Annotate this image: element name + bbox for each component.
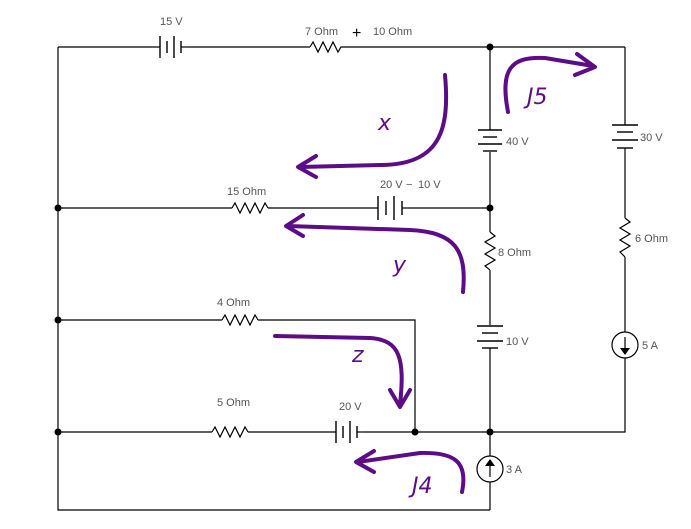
wires	[57, 46, 626, 511]
label-20v-row4: 20 V	[339, 401, 362, 413]
battery-30v	[612, 124, 638, 149]
battery-15v	[159, 36, 188, 58]
current-source-3a	[476, 455, 504, 483]
resistor-5ohm	[211, 425, 249, 439]
loop-x-arrow	[296, 73, 449, 179]
resistor-15ohm	[231, 201, 269, 215]
battery-40v	[478, 129, 502, 152]
label-3a: 3 A	[506, 464, 523, 476]
loop-y-arrow	[284, 213, 466, 294]
battery-10v	[477, 325, 503, 349]
loop-z-arrow	[273, 334, 412, 409]
resistor-4ohm	[221, 313, 259, 327]
loop-label-j5: J5	[523, 85, 548, 110]
loop-j5-arrow	[503, 52, 597, 114]
label-8ohm: 8 Ohm	[498, 247, 531, 259]
left-wire	[57, 47, 490, 511]
current-source-5a	[611, 331, 639, 359]
label-plus: +	[352, 25, 361, 42]
loop-label-j4: J4	[408, 474, 433, 499]
label-40v: 40 V	[506, 136, 529, 148]
label-4ohm: 4 Ohm	[217, 297, 250, 309]
label-15ohm: 15 Ohm	[227, 186, 266, 198]
resistor-7ohm	[309, 40, 344, 54]
label-10v-row2: 10 V	[418, 179, 441, 191]
junction-nodes	[54, 43, 494, 436]
label-10ohm: 10 Ohm	[373, 26, 412, 38]
label-20v-row2: 20 V	[380, 179, 403, 191]
resistor-6ohm	[618, 217, 632, 258]
resistor-8ohm	[483, 231, 497, 271]
label-7ohm: 7 Ohm	[305, 26, 338, 38]
loop-label-x: x	[377, 111, 392, 136]
label-30v: 30 V	[640, 132, 663, 144]
label-10v: 10 V	[506, 336, 529, 348]
right-wire	[490, 47, 626, 433]
loop-label-y: y	[392, 253, 407, 278]
loop-label-z: z	[351, 343, 364, 368]
label-minus: −	[406, 179, 412, 191]
label-6ohm: 6 Ohm	[635, 233, 668, 245]
battery-20v-row4	[335, 421, 364, 443]
label-15v: 15 V	[160, 16, 183, 28]
row3-wire	[58, 319, 416, 432]
label-5ohm: 5 Ohm	[217, 397, 250, 409]
battery-20v-row2	[377, 196, 408, 220]
label-5a: 5 A	[642, 340, 659, 352]
loop-j4-arrow	[354, 449, 466, 494]
